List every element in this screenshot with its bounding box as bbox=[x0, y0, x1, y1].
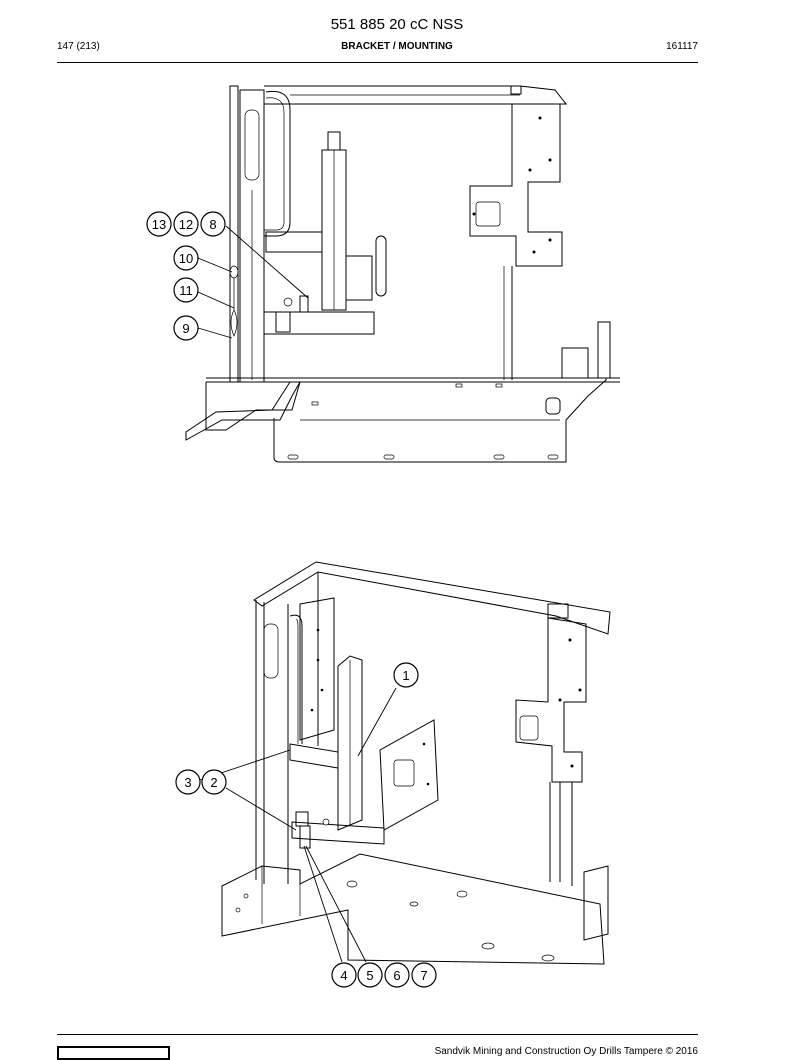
svg-text:9: 9 bbox=[182, 321, 189, 336]
callout-6: 6 bbox=[384, 962, 410, 988]
svg-text:4: 4 bbox=[340, 968, 347, 983]
callout-1: 1 bbox=[393, 662, 419, 688]
svg-text:6: 6 bbox=[393, 968, 400, 983]
svg-text:7: 7 bbox=[420, 968, 427, 983]
svg-text:8: 8 bbox=[209, 217, 216, 232]
callout-4: 4 bbox=[331, 962, 357, 988]
callout-10: 10 bbox=[173, 245, 199, 271]
header-divider bbox=[57, 62, 698, 63]
svg-text:2: 2 bbox=[210, 775, 217, 790]
svg-text:13: 13 bbox=[152, 217, 166, 232]
svg-text:3: 3 bbox=[184, 775, 191, 790]
isometric-view-drawing bbox=[199, 561, 611, 965]
svg-text:11: 11 bbox=[179, 283, 193, 298]
svg-text:10: 10 bbox=[179, 251, 193, 266]
callout-2: 2 bbox=[201, 769, 227, 795]
svg-text:1: 1 bbox=[402, 668, 409, 683]
callout-13: 13 bbox=[146, 211, 172, 237]
section-title: BRACKET / MOUNTING bbox=[341, 41, 453, 52]
date-code: 161117 bbox=[666, 41, 698, 52]
callout-9: 9 bbox=[173, 315, 199, 341]
sandvik-logo bbox=[57, 1046, 170, 1060]
side-view-drawing bbox=[185, 85, 620, 463]
callout-3: 3 bbox=[175, 769, 201, 795]
callout-8: 8 bbox=[200, 211, 226, 237]
callout-11: 11 bbox=[173, 277, 199, 303]
callout-5: 5 bbox=[357, 962, 383, 988]
callout-7: 7 bbox=[411, 962, 437, 988]
page-count: 147 (213) bbox=[57, 41, 100, 52]
document-number: 551 885 20 cC NSS bbox=[330, 16, 464, 33]
footer-divider bbox=[57, 1034, 698, 1035]
svg-text:5: 5 bbox=[366, 968, 373, 983]
svg-text:12: 12 bbox=[179, 217, 193, 232]
callout-12: 12 bbox=[173, 211, 199, 237]
copyright-notice: Sandvik Mining and Construction Oy Drill… bbox=[434, 1046, 698, 1057]
